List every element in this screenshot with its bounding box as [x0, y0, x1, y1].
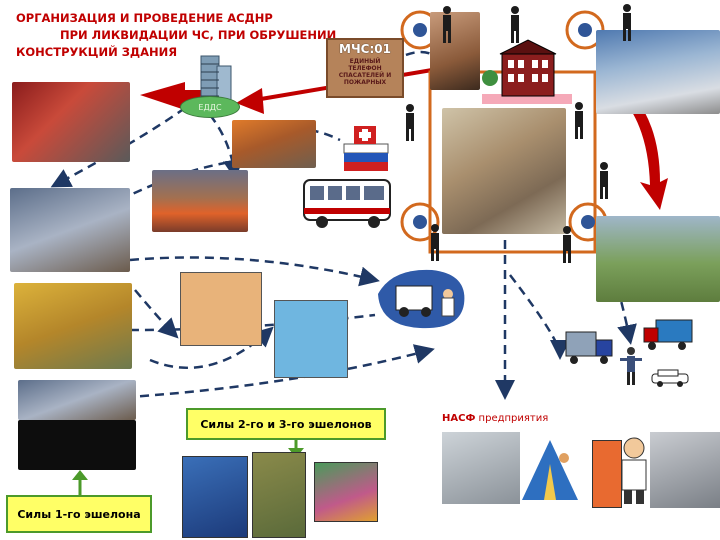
guard-figure: [443, 6, 451, 43]
firefighter-icon: [314, 462, 378, 522]
loudspeaker-icon: [442, 432, 520, 504]
soldier-blue-icon: [182, 456, 248, 538]
soldier-camo-icon: [252, 452, 306, 538]
guard-figure: [575, 102, 583, 139]
echelon-1-box: Силы 1-го эшелона: [6, 495, 152, 533]
guard-figure: [623, 4, 631, 41]
guard-figure: [406, 104, 414, 141]
guard-figure: [511, 6, 519, 43]
doctor-icon: [614, 436, 654, 506]
echelon-23-label: Силы 2-го и 3-го эшелонов: [200, 418, 371, 431]
guard-figure: [431, 224, 439, 261]
guard-figure: [600, 162, 608, 199]
nasf-label-bold: НАСФ: [442, 413, 475, 424]
tent-icon: [520, 434, 580, 504]
nasf-label: НАСФ предприятия: [442, 413, 548, 424]
echelon-1-label: Силы 1-го эшелона: [17, 508, 140, 521]
nasf-label-rest: предприятия: [475, 413, 548, 424]
guard-figure: [563, 226, 571, 263]
guard-photo: [650, 432, 720, 508]
echelon-23-box: Силы 2-го и 3-го эшелонов: [186, 408, 386, 440]
